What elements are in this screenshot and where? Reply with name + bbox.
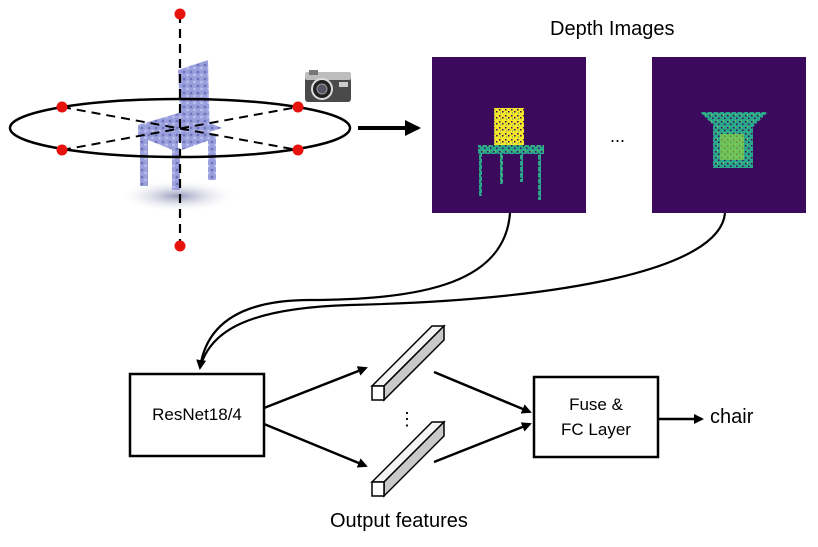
feature-to-fuse-arrow-top xyxy=(433,370,532,414)
viewpoints xyxy=(56,8,304,252)
fuse-box xyxy=(532,375,660,459)
chair-model-scene xyxy=(8,8,352,252)
viewpoint-dot xyxy=(292,144,304,156)
depth-image-2 xyxy=(652,57,806,213)
feature-vector-top xyxy=(370,324,446,402)
backbone-label: ResNet18/4 xyxy=(152,405,242,424)
chair-shadow xyxy=(118,180,238,212)
output-class-label: chair xyxy=(710,406,754,428)
image-to-backbone-curve-2 xyxy=(198,212,727,369)
viewpoint-dot xyxy=(174,240,186,252)
features-ellipsis: ⋮ xyxy=(398,409,416,429)
viewpoint-dot xyxy=(292,101,304,113)
depth-images-ellipsis: ... xyxy=(610,126,625,146)
backbone-to-feature-arrow-top xyxy=(263,366,368,410)
output-features-label: Output features xyxy=(330,510,468,532)
fuse-label-line1: Fuse & xyxy=(569,395,623,414)
backbone-box xyxy=(128,372,266,458)
backbone-to-feature-arrow-bottom xyxy=(263,422,368,468)
viewpoint-dot xyxy=(174,8,186,20)
camera-orbit xyxy=(8,97,352,159)
viewpoint-dot xyxy=(56,101,68,113)
image-to-backbone-curve-1 xyxy=(196,212,512,370)
diameter-dashed xyxy=(61,106,299,151)
depth-images-title: Depth Images xyxy=(550,18,675,40)
camera-icon xyxy=(305,70,351,102)
fuse-label-line2: FC Layer xyxy=(561,420,631,439)
feature-vector-bottom xyxy=(370,420,446,498)
feature-to-fuse-arrow-bottom xyxy=(433,422,532,464)
depth-image-1 xyxy=(432,57,586,213)
viewpoint-dot xyxy=(56,144,68,156)
diameter-dashed xyxy=(61,106,299,151)
